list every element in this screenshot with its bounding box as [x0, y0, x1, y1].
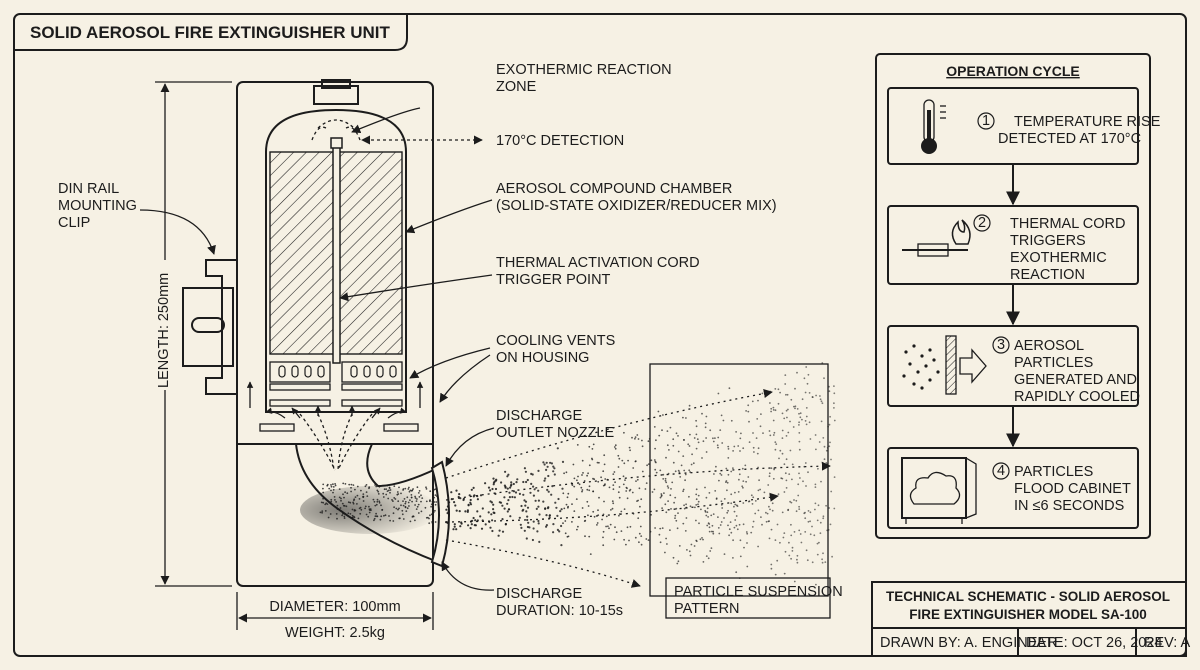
din-label-1: DIN RAIL: [58, 181, 119, 197]
suspension-label-1: PARTICLE SUSPENSION: [674, 584, 843, 600]
duration-label-2: DURATION: 10-15s: [496, 603, 623, 619]
chamber-label-1: AEROSOL COMPOUND CHAMBER: [496, 181, 732, 197]
step-number: 3: [997, 337, 1005, 353]
step2-line4: REACTION: [1010, 267, 1085, 283]
step3-line1: AEROSOL: [1014, 338, 1084, 354]
step3-line2: PARTICLES: [1014, 355, 1093, 371]
step-number-badge: [973, 214, 991, 232]
reaction-zone-label-2: ZONE: [496, 79, 537, 95]
aerosol-particles-icon: [902, 335, 987, 395]
diameter-dimension: DIAMETER: 100mm WEIGHT: 2.5kg: [236, 592, 434, 641]
titleblock-line1: TECHNICAL SCHEMATIC - SOLID AEROSOL: [886, 589, 1170, 604]
nozzle-label-2: OUTLET NOZZLE: [496, 425, 614, 441]
sheet-border: [13, 13, 1187, 657]
step1-line1: TEMPERATURE RISE: [1014, 114, 1161, 130]
step4-line3: IN ≤6 SECONDS: [1014, 498, 1124, 514]
din-label-3: CLIP: [58, 215, 90, 231]
callouts: [139, 107, 495, 591]
step1-line2: DETECTED AT 170°C: [998, 131, 1141, 147]
detection-label: 170°C DETECTION: [496, 133, 624, 149]
cycle-title: OPERATION CYCLE: [946, 63, 1080, 79]
vents-label-2: ON HOUSING: [496, 350, 589, 366]
cabinet-flooded-icon: [901, 457, 977, 524]
chamber-label-2: (SOLID-STATE OXIDIZER/REDUCER MIX): [496, 198, 777, 214]
diameter-label: DIAMETER: 100mm: [269, 599, 400, 615]
step4-line1: PARTICLES: [1014, 464, 1093, 480]
thermometer-icon: [921, 99, 946, 154]
cooling-flow-arrows: [246, 381, 424, 471]
spray-trajectory-arrows: [445, 389, 831, 588]
nozzle-label-1: DISCHARGE: [496, 408, 583, 424]
titleblock-line2: FIRE EXTINGUISHER MODEL SA-100: [909, 607, 1147, 622]
discharge-nozzle-upper: [366, 443, 439, 488]
thermal-cord-flame-icon: [902, 219, 971, 257]
operation-cycle-panel: OPERATION CYCLE: [875, 53, 1161, 539]
aerosol-spray-particles: [319, 362, 836, 586]
step-number-badge: [992, 462, 1010, 480]
weight-label: WEIGHT: 2.5kg: [285, 625, 385, 641]
suspension-label-2: PATTERN: [674, 601, 740, 617]
title-tab: [14, 14, 408, 51]
cycle-step-4: [887, 447, 1139, 529]
step3-line4: RAPIDLY COOLED: [1014, 389, 1140, 405]
step-number: 4: [997, 463, 1005, 479]
cord-label-2: TRIGGER POINT: [496, 272, 611, 288]
step-number-badge: [992, 336, 1010, 354]
step-number: 1: [982, 113, 990, 129]
step-number: 2: [978, 215, 986, 231]
step2-line2: TRIGGERS: [1010, 233, 1086, 249]
revision: REV: A: [1144, 635, 1191, 651]
step2-line1: THERMAL CORD: [1010, 216, 1125, 232]
step4-line2: FLOOD CABINET: [1014, 481, 1131, 497]
step-number-badge: [977, 112, 995, 130]
thermal-activation-cord: [332, 144, 341, 364]
step3-line3: GENERATED AND: [1014, 372, 1137, 388]
top-connector: [313, 85, 359, 105]
cooling-vents: [269, 361, 403, 407]
length-dimension: LENGTH: 250mm: [150, 81, 232, 587]
cord-label-1: THERMAL ACTIVATION CORD: [496, 255, 700, 271]
title-block: TECHNICAL SCHEMATIC - SOLID AEROSOL FIRE…: [871, 581, 1191, 657]
drawn-by: DRAWN BY: A. ENGINEER: [880, 635, 1058, 651]
duration-label-1: DISCHARGE: [496, 586, 583, 602]
unit-housing: [236, 81, 434, 587]
vents-label-1: COOLING VENTS: [496, 333, 615, 349]
length-label: LENGTH: 250mm: [156, 273, 172, 388]
date: DATE: OCT 26, 2024: [1026, 635, 1162, 651]
din-rail-clip: [182, 259, 237, 395]
step2-line3: EXOTHERMIC: [1010, 250, 1107, 266]
reaction-zone-label-1: EXOTHERMIC REACTION: [496, 62, 672, 78]
diagram-title: SOLID AEROSOL FIRE EXTINGUISHER UNIT: [30, 23, 390, 42]
extinguisher-unit: [182, 79, 450, 587]
din-label-2: MOUNTING: [58, 198, 137, 214]
particle-suspension-box: [649, 363, 829, 597]
